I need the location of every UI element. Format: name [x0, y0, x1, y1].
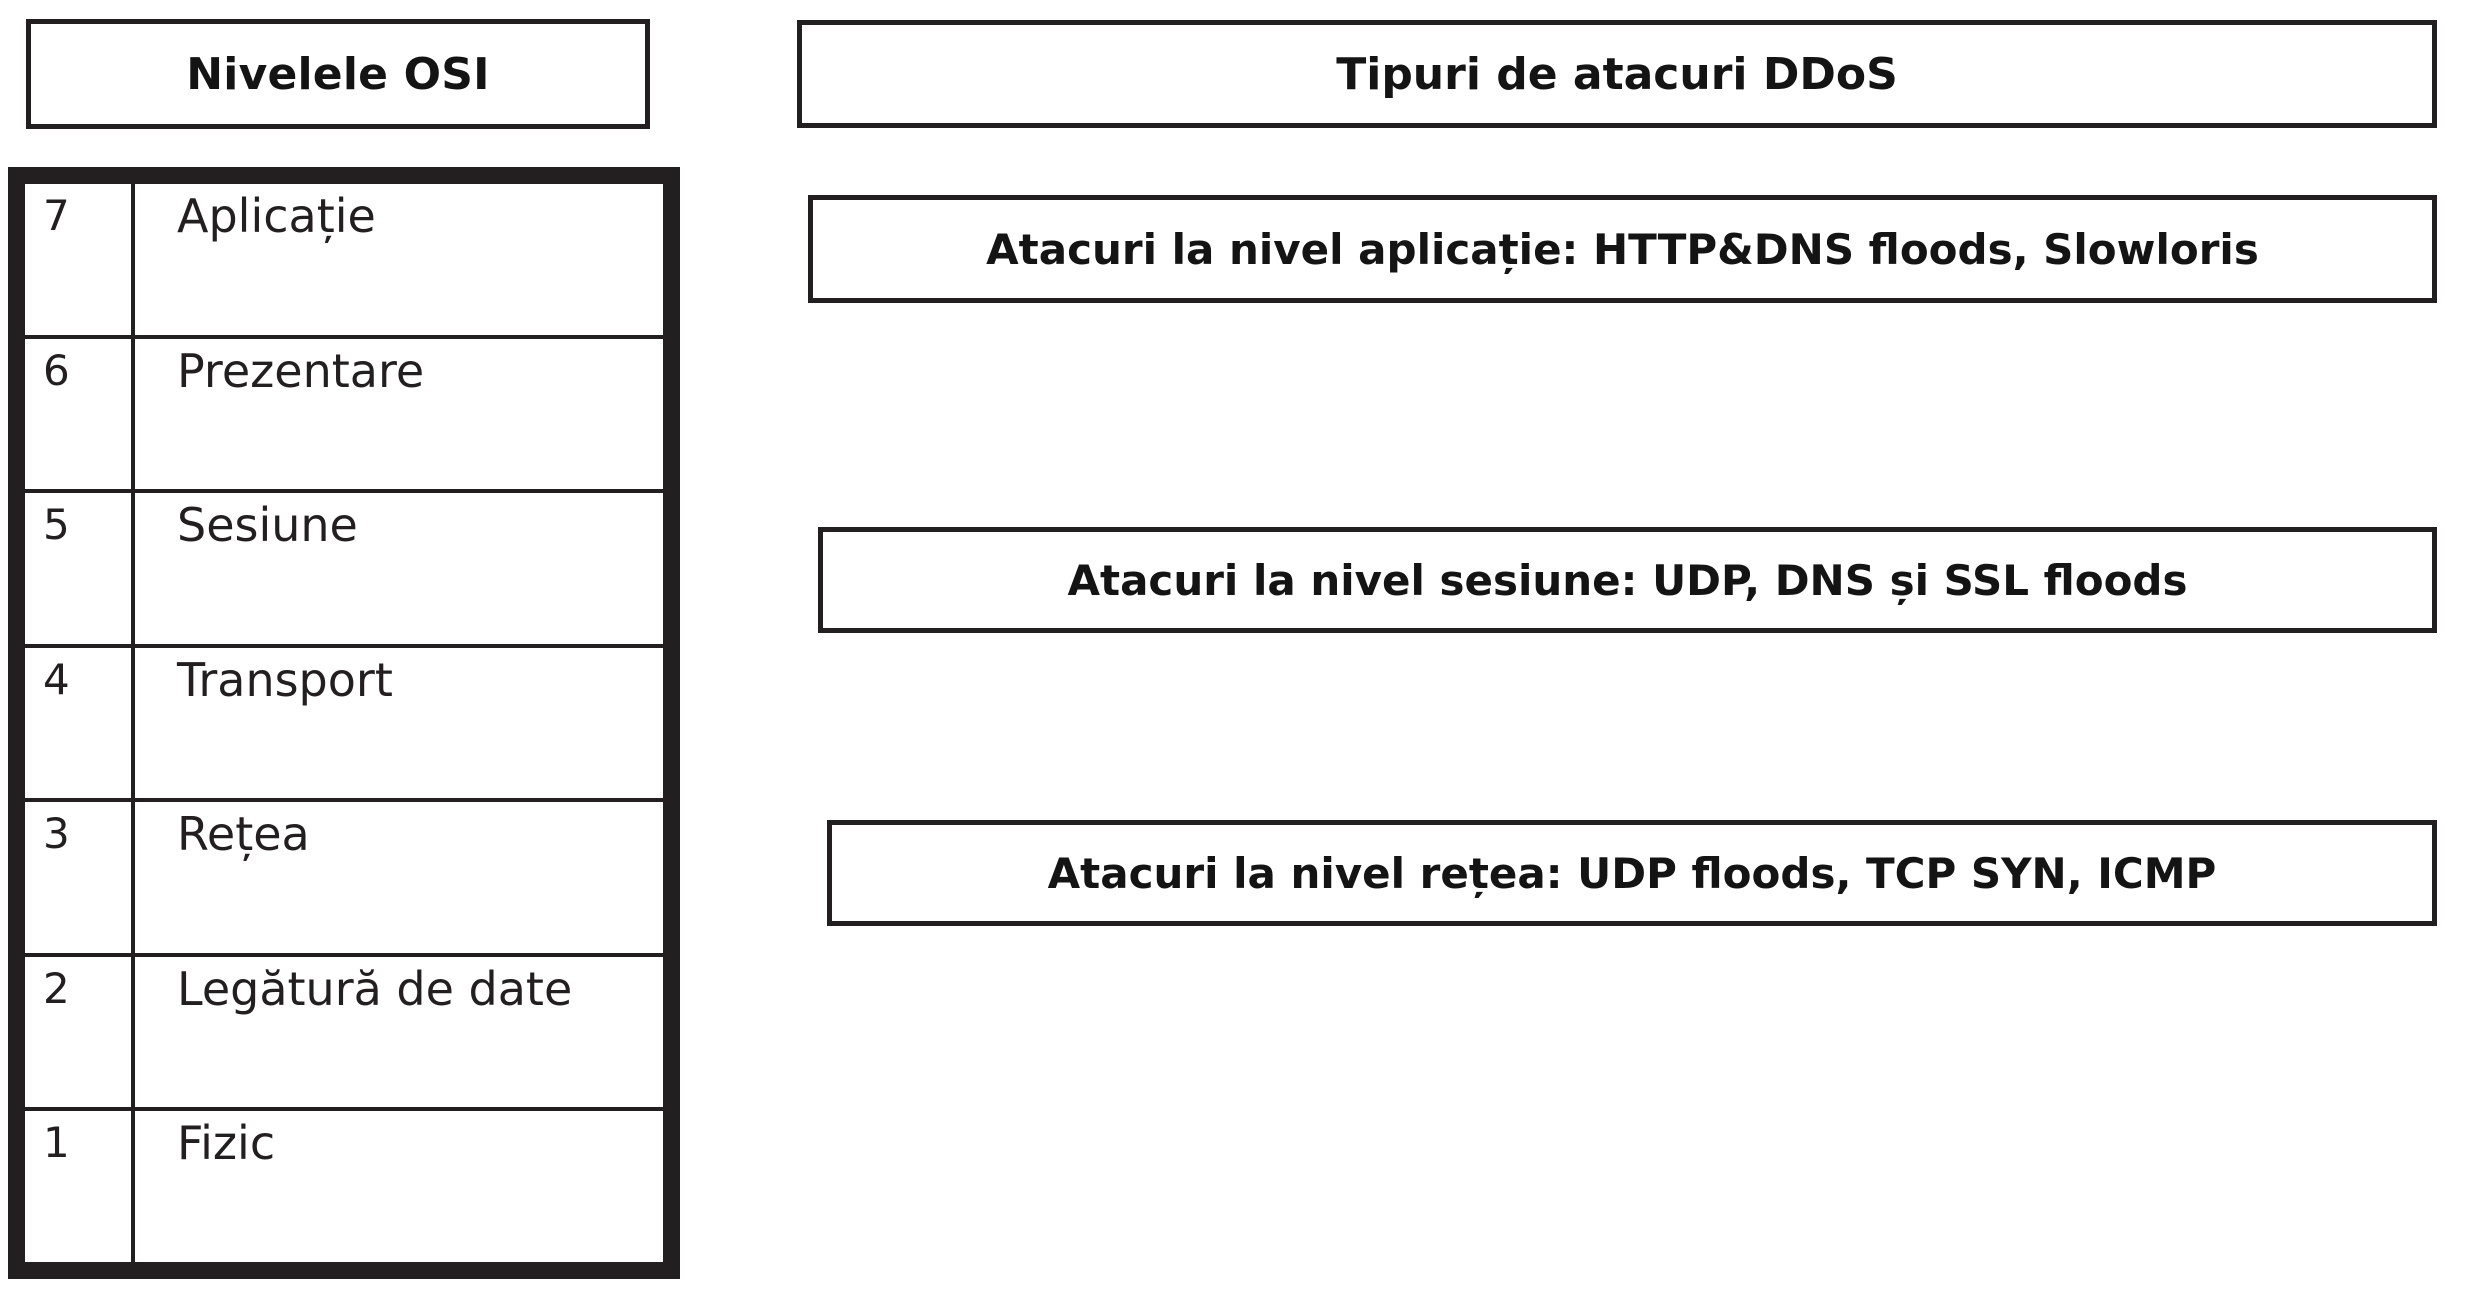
osi-layer-name-cell: Fizic: [135, 1111, 663, 1262]
attack-box-label: Atacuri la nivel aplicație: HTTP&DNS flo…: [986, 224, 2259, 274]
osi-layers-table: 7 Aplicație 6 Prezentare 5 Sesiune 4 Tra…: [8, 167, 680, 1279]
osi-layer-number: 5: [43, 500, 70, 550]
osi-layer-number: 4: [43, 654, 70, 704]
osi-layer-name: Fizic: [177, 1116, 276, 1171]
osi-layer-name-cell: Transport: [135, 648, 663, 799]
table-row: 4 Transport: [25, 647, 663, 803]
osi-layer-name: Aplicație: [177, 189, 376, 243]
osi-layer-number-cell: 2: [25, 956, 135, 1108]
osi-layer-name-cell: Legătură de date: [135, 957, 663, 1108]
osi-layer-number-cell: 7: [25, 184, 135, 335]
osi-layer-name: Prezentare: [177, 343, 425, 398]
table-row: 6 Prezentare: [25, 338, 663, 494]
osi-layer-name-cell: Aplicație: [135, 184, 663, 335]
osi-layer-number: 7: [43, 191, 70, 240]
osi-layer-number: 1: [43, 1118, 70, 1168]
osi-layer-name: Legătură de date: [177, 961, 573, 1016]
ddos-attacks-header-box: Tipuri de atacuri DDoS: [797, 20, 2437, 128]
osi-layer-number: 2: [43, 963, 70, 1013]
osi-layers-header-box: Nivelele OSI: [26, 19, 650, 129]
osi-layers-header-title: Nivelele OSI: [186, 48, 490, 100]
osi-layer-number-cell: 4: [25, 647, 135, 799]
osi-layer-name-cell: Sesiune: [135, 493, 663, 644]
table-row: 2 Legătură de date: [25, 956, 663, 1112]
osi-layer-name: Transport: [177, 652, 393, 707]
osi-layer-number: 6: [43, 345, 70, 395]
ddos-attacks-header-title: Tipuri de atacuri DDoS: [1336, 48, 1898, 100]
attack-box-label: Atacuri la nivel rețea: UDP floods, TCP …: [1047, 848, 2217, 898]
osi-layer-name: Sesiune: [177, 498, 358, 553]
table-row: 7 Aplicație: [25, 184, 663, 339]
osi-layer-number-cell: 1: [25, 1111, 135, 1263]
osi-layer-name-cell: Prezentare: [135, 339, 663, 490]
osi-layer-number-cell: 3: [25, 802, 135, 953]
table-row: 3 Rețea: [25, 802, 663, 957]
attack-box-network-layer: Atacuri la nivel rețea: UDP floods, TCP …: [827, 820, 2437, 926]
osi-layer-number-cell: 5: [25, 493, 135, 644]
osi-layer-name: Rețea: [177, 807, 310, 862]
attack-box-label: Atacuri la nivel sesiune: UDP, DNS și SS…: [1067, 555, 2188, 605]
table-row: 1 Fizic: [25, 1111, 663, 1263]
attack-box-session-layer: Atacuri la nivel sesiune: UDP, DNS și SS…: [818, 527, 2437, 633]
osi-layer-number-cell: 6: [25, 338, 135, 490]
attack-box-application-layer: Atacuri la nivel aplicație: HTTP&DNS flo…: [808, 195, 2437, 303]
osi-layer-number: 3: [43, 809, 70, 859]
osi-layer-name-cell: Rețea: [135, 802, 663, 953]
table-row: 5 Sesiune: [25, 493, 663, 648]
